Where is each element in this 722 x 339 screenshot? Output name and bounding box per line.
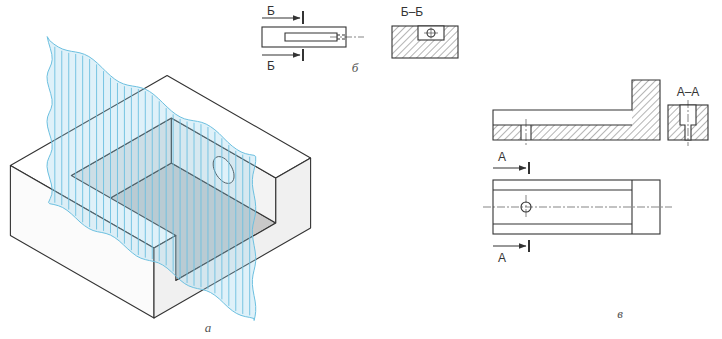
plane-hatch (207, 127, 208, 289)
plane-hatch (89, 59, 90, 227)
cutting-stroke (528, 162, 530, 252)
plane-hatch (110, 78, 111, 233)
plane-hatch (75, 54, 76, 216)
section-hatch (632, 80, 660, 125)
view-letter: в (617, 307, 623, 321)
section-title: Б–Б (401, 5, 423, 19)
plane-hatch (131, 88, 132, 250)
part-outline (493, 80, 660, 140)
pocket-cut (418, 26, 444, 40)
view-arrow (262, 54, 300, 55)
cutting-plane-letter: Б (267, 59, 275, 73)
plane-hatch (124, 86, 125, 243)
plane-hatch (249, 157, 250, 316)
plane-hatch (68, 53, 69, 210)
view-b (262, 11, 364, 61)
plane-hatch (166, 108, 167, 265)
plane-hatch (152, 95, 153, 259)
center-line (424, 28, 438, 39)
section-hatch (531, 125, 660, 140)
plane-hatch (235, 151, 236, 311)
section-hatch (493, 125, 521, 140)
plane-hatch (103, 71, 104, 231)
view-letter: а (205, 321, 212, 335)
cutting-plane-letter: А (498, 150, 506, 164)
plane-hatch (221, 138, 222, 299)
plane-hatch (187, 122, 188, 283)
center-line (688, 100, 689, 146)
cutting-plane-letter: А (498, 251, 506, 265)
center-line (330, 37, 364, 38)
view-arrow (493, 245, 526, 246)
plane-hatch (242, 155, 243, 314)
plane-hatch (200, 124, 201, 287)
pocket-outline (285, 33, 337, 41)
plane-hatch (145, 91, 146, 257)
view-letter: б (352, 61, 359, 75)
plane-hatch (173, 114, 174, 271)
plane-hatch (117, 83, 118, 238)
view-v-front (493, 80, 660, 146)
isometric-view (10, 37, 310, 321)
section-b (392, 26, 458, 58)
plane-hatch (214, 132, 215, 293)
plane-hatch (194, 123, 195, 286)
plane-hatch (180, 119, 181, 278)
center-line (526, 119, 527, 146)
cutting-plane-letter: Б (267, 4, 275, 18)
cutting-stroke (302, 11, 304, 61)
center-line (483, 195, 672, 219)
part-edge (493, 125, 632, 140)
plane-hatch (82, 56, 83, 223)
plane-hatch (54, 47, 55, 203)
view-arrow (493, 167, 526, 168)
view-v-top (483, 162, 672, 252)
cutting-plane (47, 37, 256, 321)
plane-hatch (138, 89, 139, 255)
plane-hatch (159, 101, 160, 261)
plane-hatch (96, 64, 97, 229)
section-hatch (392, 26, 458, 58)
plane-hatch (61, 51, 62, 205)
section-title: А–А (677, 85, 700, 99)
plane-hatch (228, 145, 229, 306)
section-a (668, 100, 708, 146)
